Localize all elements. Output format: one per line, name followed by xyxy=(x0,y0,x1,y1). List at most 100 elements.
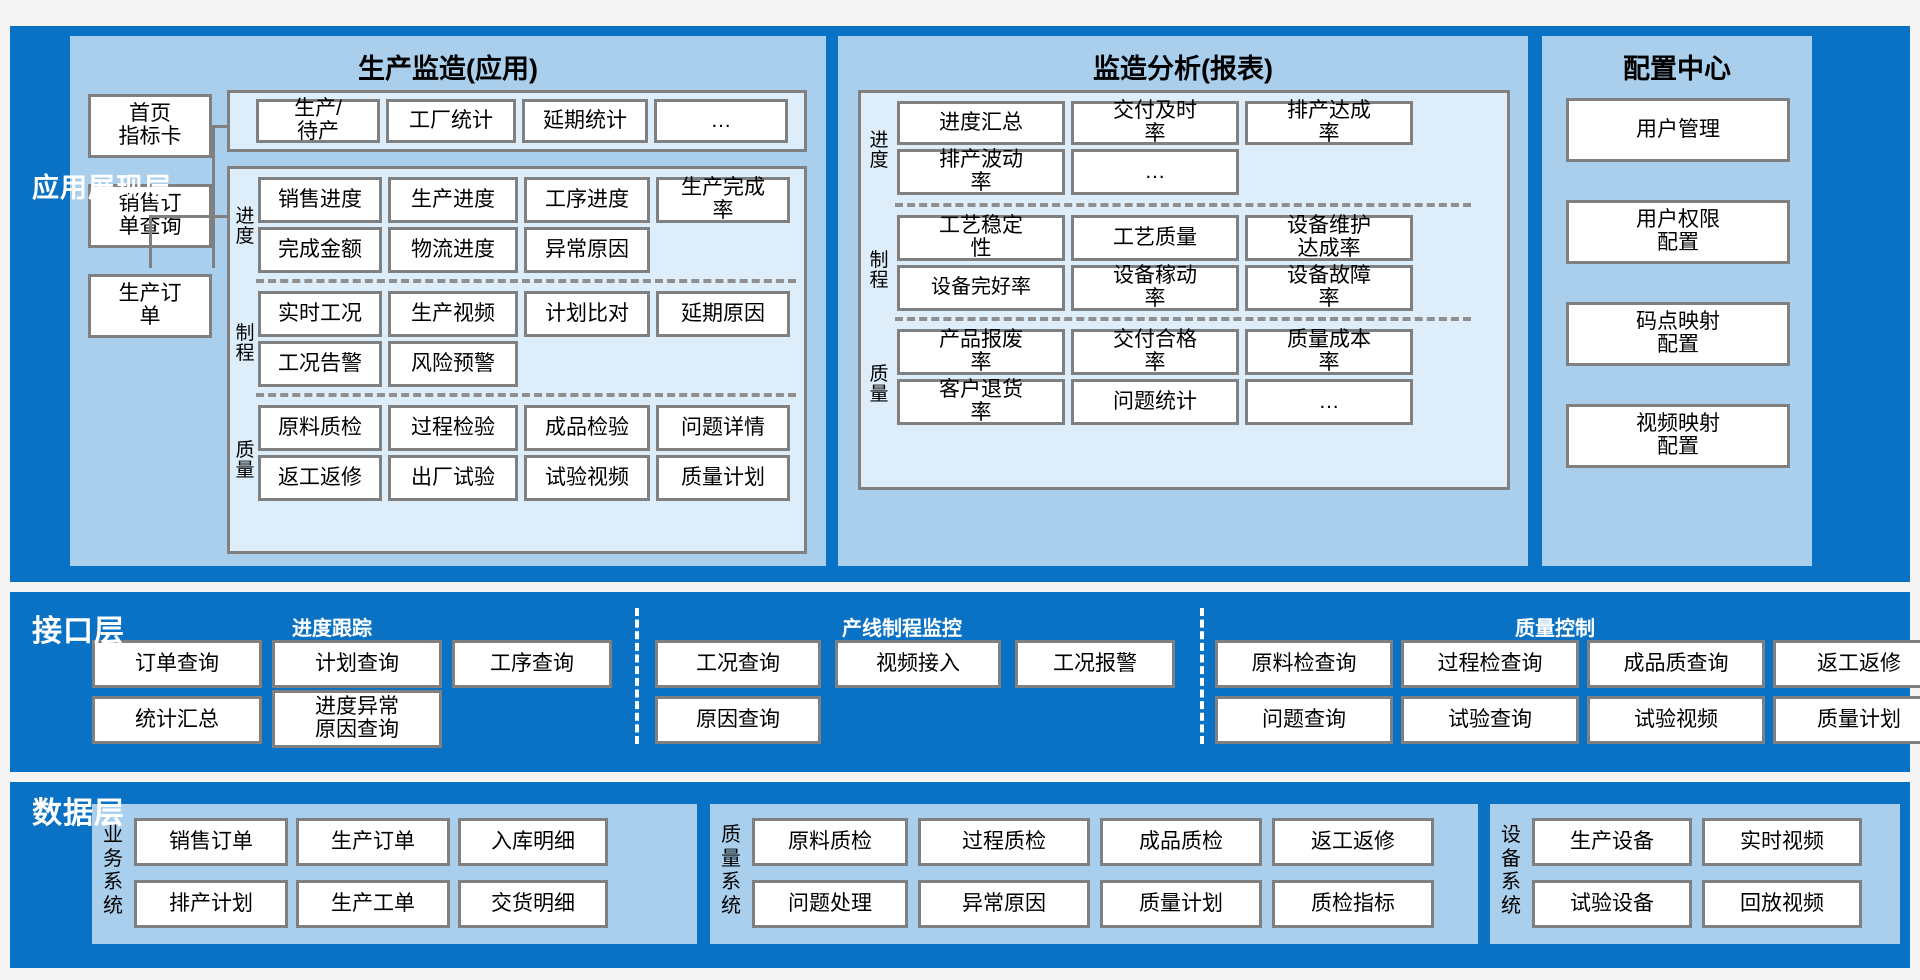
row-quality-1: 原料质检 过程检验 成品检验 问题详情 xyxy=(258,405,790,451)
btn-sales-order[interactable]: 销售订单 xyxy=(134,818,288,866)
divider-interface-2 xyxy=(1200,608,1204,744)
btn-inspection-kpi[interactable]: 质检指标 xyxy=(1272,880,1434,928)
card-produce-pending[interactable]: 生产/ 待产 xyxy=(256,97,380,143)
btn-rework-repair-data[interactable]: 返工返修 xyxy=(1272,818,1434,866)
card-more-quality[interactable]: … xyxy=(1245,379,1413,425)
btn-issue-query[interactable]: 问题查询 xyxy=(1215,696,1393,744)
card-factory-test[interactable]: 出厂试验 xyxy=(388,455,518,501)
btn-production-equipment[interactable]: 生产设备 xyxy=(1532,818,1692,866)
card-more-progress[interactable]: … xyxy=(1071,149,1239,195)
card-abnormal-reason[interactable]: 异常原因 xyxy=(524,227,650,273)
btn-reason-query[interactable]: 原因查询 xyxy=(655,696,821,744)
btn-quality-plan[interactable]: 质量计划 xyxy=(1773,696,1920,744)
card-progress-summary[interactable]: 进度汇总 xyxy=(897,101,1065,145)
btn-work-order[interactable]: 生产工单 xyxy=(296,880,450,928)
btn-process-query[interactable]: 工序查询 xyxy=(452,640,612,688)
btn-realtime-video[interactable]: 实时视频 xyxy=(1702,818,1862,866)
btn-quality-plan-data[interactable]: 质量计划 xyxy=(1100,880,1262,928)
group-b-label-quality: 质量 xyxy=(869,364,889,405)
panel-c-title: 配置中心 xyxy=(1623,54,1731,84)
btn-order-query[interactable]: 订单查询 xyxy=(92,640,262,688)
card-code-point-mapping-config[interactable]: 码点映射 配置 xyxy=(1566,302,1790,366)
btn-video-access[interactable]: 视频接入 xyxy=(835,640,1001,688)
btn-condition-alarm[interactable]: 工况报警 xyxy=(1015,640,1175,688)
group-label-process: 制程 xyxy=(235,323,255,364)
btn-inbound-detail[interactable]: 入库明细 xyxy=(458,818,608,866)
card-risk-warning[interactable]: 风险预警 xyxy=(388,341,518,387)
card-product-scrap-rate[interactable]: 产品报废 率 xyxy=(897,328,1065,375)
card-schedule-fluctuation-rate[interactable]: 排产波动 率 xyxy=(897,148,1065,195)
btn-plan-query[interactable]: 计划查询 xyxy=(272,640,442,688)
divider-b-process-quality xyxy=(895,317,1471,321)
card-quality-cost-rate[interactable]: 质量成本 率 xyxy=(1245,328,1413,375)
btn-rework-repair[interactable]: 返工返修 xyxy=(1773,640,1920,688)
btn-material-inspection-query[interactable]: 原料检查询 xyxy=(1215,640,1393,688)
card-schedule-attainment-rate[interactable]: 排产达成 率 xyxy=(1245,99,1413,145)
row-process-2: 工况告警 风险预警 xyxy=(258,341,518,387)
btn-process-inspection-query[interactable]: 过程检查询 xyxy=(1401,640,1579,688)
group-label-progress: 进度 xyxy=(235,206,255,247)
card-equipment-integrity-rate[interactable]: 设备完好率 xyxy=(897,265,1065,311)
card-condition-alarm[interactable]: 工况告警 xyxy=(258,341,382,387)
card-plan-comparison[interactable]: 计划比对 xyxy=(524,291,650,337)
btn-test-video[interactable]: 试验视频 xyxy=(1587,696,1765,744)
card-equipment-failure-rate[interactable]: 设备故障 率 xyxy=(1245,264,1413,311)
btn-process-inspection-data[interactable]: 过程质检 xyxy=(918,818,1090,866)
card-equipment-maintenance-rate[interactable]: 设备维护 达成率 xyxy=(1245,214,1413,261)
btn-statistics-summary[interactable]: 统计汇总 xyxy=(92,696,262,744)
row-b-quality-2: 客户退货 率 问题统计 … xyxy=(897,378,1413,425)
card-production-order[interactable]: 生产订 单 xyxy=(88,274,212,338)
btn-material-inspection-data[interactable]: 原料质检 xyxy=(752,818,908,866)
card-process-stability[interactable]: 工艺稳定 性 xyxy=(897,214,1065,261)
card-production-video[interactable]: 生产视频 xyxy=(388,291,518,337)
panel-b-title: 监造分析(报表) xyxy=(1093,54,1273,84)
btn-finished-quality-query[interactable]: 成品质查询 xyxy=(1587,640,1765,688)
card-more-top[interactable]: … xyxy=(654,99,788,143)
group-title-quality-control: 质量控制 xyxy=(1515,618,1595,640)
btn-production-schedule[interactable]: 排产计划 xyxy=(134,880,288,928)
card-logistics-progress[interactable]: 物流进度 xyxy=(388,227,518,273)
card-delivery-pass-rate[interactable]: 交付合格 率 xyxy=(1071,328,1239,375)
card-realtime-condition[interactable]: 实时工况 xyxy=(258,291,382,337)
btn-delivery-detail[interactable]: 交货明细 xyxy=(458,880,608,928)
group-label-quality: 质量 xyxy=(235,440,255,481)
btn-progress-abnormal-reason-query[interactable]: 进度异常 原因查询 xyxy=(272,690,442,748)
card-equipment-utilization-rate[interactable]: 设备稼动 率 xyxy=(1071,264,1239,311)
card-delay-stats[interactable]: 延期统计 xyxy=(522,99,648,143)
btn-abnormal-reason-data[interactable]: 异常原因 xyxy=(918,880,1090,928)
card-production-completion-rate[interactable]: 生产完成 率 xyxy=(656,176,790,223)
card-user-management[interactable]: 用户管理 xyxy=(1566,98,1790,162)
card-test-video[interactable]: 试验视频 xyxy=(524,455,650,501)
card-quality-plan[interactable]: 质量计划 xyxy=(656,455,790,501)
card-process-progress[interactable]: 工序进度 xyxy=(524,177,650,223)
card-home-kpi[interactable]: 首页 指标卡 xyxy=(88,94,212,158)
card-issue-statistics[interactable]: 问题统计 xyxy=(1071,379,1239,425)
card-rework-repair[interactable]: 返工返修 xyxy=(258,455,382,501)
btn-playback-video[interactable]: 回放视频 xyxy=(1702,880,1862,928)
data-group-business-system: 业务系统 销售订单 生产订单 入库明细 排产计划 生产工单 交货明细 xyxy=(92,804,697,944)
card-video-mapping-config[interactable]: 视频映射 配置 xyxy=(1566,404,1790,468)
card-sales-progress[interactable]: 销售进度 xyxy=(258,177,382,223)
btn-test-query[interactable]: 试验查询 xyxy=(1401,696,1579,744)
card-delay-reason[interactable]: 延期原因 xyxy=(656,291,790,337)
card-ontime-delivery-rate[interactable]: 交付及时 率 xyxy=(1071,99,1239,145)
card-process-quality[interactable]: 工艺质量 xyxy=(1071,215,1239,261)
card-finished-inspection[interactable]: 成品检验 xyxy=(524,405,650,451)
btn-finished-inspection-data[interactable]: 成品质检 xyxy=(1100,818,1262,866)
card-completed-amount[interactable]: 完成金额 xyxy=(258,227,382,273)
btn-condition-query[interactable]: 工况查询 xyxy=(655,640,821,688)
card-material-inspection[interactable]: 原料质检 xyxy=(258,405,382,451)
btn-issue-handling[interactable]: 问题处理 xyxy=(752,880,908,928)
card-issue-detail[interactable]: 问题详情 xyxy=(656,405,790,451)
card-factory-stats[interactable]: 工厂统计 xyxy=(386,99,516,143)
card-customer-return-rate[interactable]: 客户退货 率 xyxy=(897,378,1065,425)
connector-h-top xyxy=(212,125,228,128)
data-label-equipment-system: 设备系统 xyxy=(1501,824,1521,917)
btn-test-equipment[interactable]: 试验设备 xyxy=(1532,880,1692,928)
card-production-progress[interactable]: 生产进度 xyxy=(388,177,518,223)
card-process-inspection[interactable]: 过程检验 xyxy=(388,405,518,451)
data-label-business-system: 业务系统 xyxy=(103,824,123,917)
divider-interface-1 xyxy=(635,608,639,744)
card-user-permission-config[interactable]: 用户权限 配置 xyxy=(1566,200,1790,264)
btn-production-order[interactable]: 生产订单 xyxy=(296,818,450,866)
